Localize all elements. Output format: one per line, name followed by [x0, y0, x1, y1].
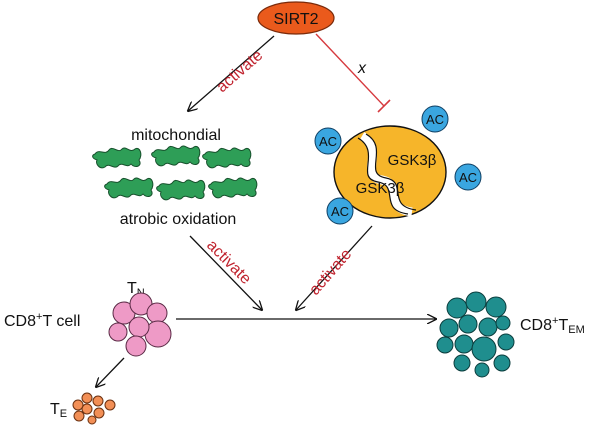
memory-t-cell [471, 336, 497, 362]
memory-t-cell [495, 315, 511, 331]
mitochondrion [104, 177, 154, 199]
memory-t-cell [458, 314, 478, 334]
naive-t-cell [128, 316, 150, 338]
memory-t-cell [465, 291, 487, 313]
effector-t-cell [93, 407, 105, 419]
oxidation-label: atrobic oxidation [120, 211, 237, 228]
naive-to-effector-arrow [96, 357, 125, 387]
sirt2-to-mito-arrow [188, 35, 275, 111]
inhibit-mark: x [357, 60, 367, 77]
oxidation-to-center-arrow [189, 235, 262, 310]
mitochondrion [208, 177, 258, 199]
memory-t-cell [446, 297, 468, 319]
ac-group: AC [314, 127, 342, 155]
effector-t-cell-cluster [72, 392, 116, 425]
sirt2-inhibits-gsk-line [315, 33, 391, 113]
mitochondrion [92, 147, 142, 169]
cd8-tem-label: CD8+TEM [520, 315, 585, 336]
memory-t-cell [454, 334, 474, 354]
ac-group: AC [421, 105, 449, 133]
sirt2-node: SIRT2 [257, 1, 335, 35]
gsk3b-bottom-label: GSK3β [356, 180, 405, 197]
naive-t-cell-cluster [108, 292, 172, 357]
effector-t-cell [73, 410, 85, 422]
mitochondrion [151, 145, 201, 167]
memory-t-cell [453, 354, 471, 372]
activate-label-mito: activate [213, 47, 266, 96]
memory-t-cell [497, 333, 515, 351]
gsk3b-top-label: GSK3β [388, 152, 437, 169]
ac-group: AC [326, 197, 354, 225]
effector-t-cell [87, 415, 97, 425]
effector-t-cell [81, 403, 93, 415]
memory-t-cell [436, 336, 454, 354]
naive-t-cell [125, 335, 147, 357]
mitochondrion [202, 147, 252, 169]
gsk3b-complex: GSK3β GSK3β [333, 125, 447, 219]
ac-label: AC [459, 170, 477, 185]
effector-t-cell [81, 392, 93, 404]
activate-label-gsk: activate [306, 246, 355, 299]
memory-t-cell [439, 318, 459, 338]
ac-label: AC [319, 134, 337, 149]
memory-t-cell [478, 317, 498, 337]
effector-t-cell [92, 395, 104, 407]
effector-t-cell [72, 399, 84, 411]
sirt2-label: SIRT2 [273, 11, 318, 28]
te-label: TE [50, 401, 67, 420]
mitochondrion [156, 179, 206, 201]
mitochondrial-label: mitochondial [131, 127, 221, 144]
memory-t-cell [485, 296, 507, 318]
memory-t-cell [474, 362, 490, 378]
ac-label: AC [426, 112, 444, 127]
ac-label: AC [331, 204, 349, 219]
memory-t-cell [493, 354, 511, 372]
effector-t-cell [104, 399, 116, 411]
ac-group: AC [454, 163, 482, 191]
naive-t-cell [146, 302, 168, 324]
memory-t-cell-cluster [436, 291, 515, 378]
mitochondria-group [92, 145, 258, 201]
activate-label-oxidation: activate [203, 237, 254, 288]
naive-t-cell [108, 322, 128, 342]
cd8-t-cell-label: CD8+T cell [4, 311, 80, 330]
gsk-to-center-arrow [296, 225, 373, 310]
